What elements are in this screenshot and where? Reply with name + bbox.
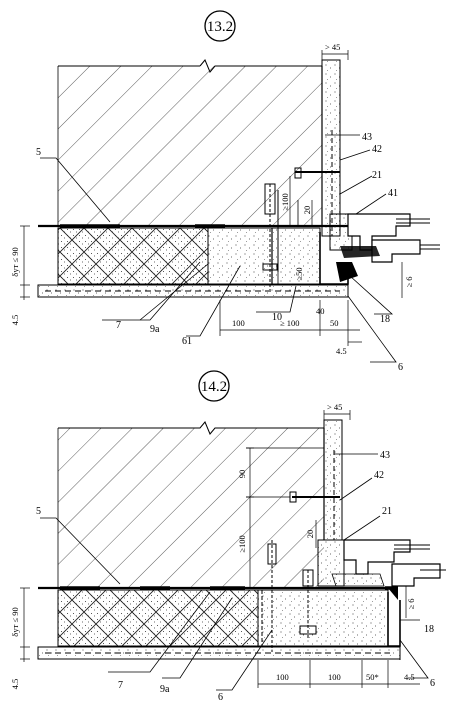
- dim-left-bottom: 4.5: [10, 315, 20, 326]
- anchor-dowel: [267, 540, 317, 652]
- dim-50-star: 50*: [366, 672, 379, 682]
- callout-leaders: [40, 134, 397, 363]
- callout-21: 21: [382, 506, 392, 517]
- dim-100-b: 100: [328, 672, 341, 682]
- detail-13-2-marker: [204, 10, 236, 42]
- callout-43: 43: [362, 132, 372, 143]
- callout-6: 6: [398, 362, 403, 373]
- dimension-lines: [20, 50, 403, 346]
- dim-4-5: 4.5: [336, 346, 347, 356]
- callout-5: 5: [36, 506, 41, 517]
- callout-42: 42: [374, 470, 384, 481]
- callout-42: 42: [372, 144, 382, 155]
- dim-anchor-100: ≥100: [280, 193, 290, 210]
- callout-7: 7: [116, 320, 121, 331]
- callout-61: 61: [182, 336, 192, 347]
- window-sash: [391, 563, 441, 587]
- detail-14-2-title: 14.2: [201, 379, 227, 395]
- window-sash: [371, 239, 421, 263]
- dim-thickness: δут ≤ 90: [10, 607, 20, 636]
- anchor-dowel: [262, 183, 279, 290]
- anchor-bracket: [294, 167, 340, 226]
- insulation-strip: [257, 589, 389, 647]
- dim-ge-100: ≥ 100: [280, 318, 300, 328]
- callout-21: 21: [372, 170, 382, 181]
- callout-7: 7: [118, 680, 123, 691]
- window-frame: [347, 213, 411, 251]
- detail-13-2: 13.2: [10, 10, 440, 373]
- anchor-bracket: [246, 447, 340, 503]
- dimension-lines: [20, 410, 420, 688]
- dim-top-45: > 45: [327, 402, 342, 412]
- dim-anchor-100: ≥100: [237, 535, 247, 552]
- dim-anchor-50: ≥50: [294, 267, 304, 280]
- edge-profile: [387, 592, 401, 647]
- break-line-symbol: [199, 59, 322, 73]
- window-frame: [343, 539, 411, 575]
- dim-100-a: 100: [276, 672, 289, 682]
- render-layer: [37, 284, 349, 298]
- dim-40: 40: [316, 306, 325, 316]
- facade-cladding: [323, 419, 343, 541]
- dim-right-6: ≥ 6: [404, 276, 414, 287]
- callout-18: 18: [424, 624, 434, 635]
- break-line-symbol: [58, 421, 324, 435]
- dim-100: 100: [232, 318, 245, 328]
- facade-cladding: [321, 59, 341, 237]
- callout-10: 10: [272, 312, 282, 323]
- callout-6-right: 6: [430, 678, 435, 689]
- dim-90: 90: [237, 470, 247, 479]
- dim-right-6: ≥ 6: [406, 598, 416, 609]
- detail-13-2-title: 13.2: [207, 19, 233, 35]
- dim-50: 50: [330, 318, 339, 328]
- callout-5: 5: [36, 147, 41, 158]
- callout-leaders: [40, 453, 429, 691]
- sealant: [336, 262, 358, 282]
- dim-top-45: > 45: [325, 42, 340, 52]
- detail-14-2-marker: [198, 370, 230, 402]
- detail-14-2: 14.2: [10, 370, 446, 703]
- callout-41: 41: [388, 188, 398, 199]
- callout-6-left: 6: [218, 692, 223, 703]
- dim-anchor-20: 20: [305, 530, 315, 539]
- callout-18: 18: [380, 314, 390, 325]
- dim-thickness: δут ≤ 90: [10, 247, 20, 276]
- dim-anchor-20: 20: [302, 206, 312, 215]
- wall-mass: [58, 428, 324, 588]
- callout-43: 43: [380, 450, 390, 461]
- callout-9a: 9a: [160, 684, 170, 695]
- dim-left-bottom: 4.5: [10, 679, 20, 690]
- sealant: [388, 588, 398, 600]
- callout-9a: 9a: [150, 324, 160, 335]
- dim-4-5: 4.5: [404, 672, 415, 682]
